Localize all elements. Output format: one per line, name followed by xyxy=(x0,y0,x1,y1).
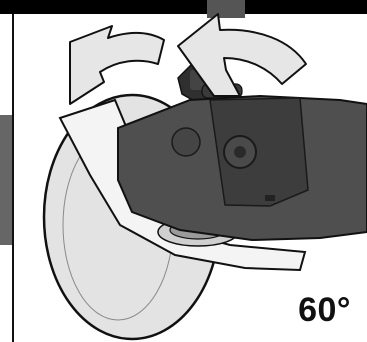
handle-stub xyxy=(207,0,245,18)
angle-label: 60° xyxy=(298,291,351,330)
grinder-body xyxy=(118,96,367,240)
rotate-left-arrow-icon xyxy=(70,26,164,104)
